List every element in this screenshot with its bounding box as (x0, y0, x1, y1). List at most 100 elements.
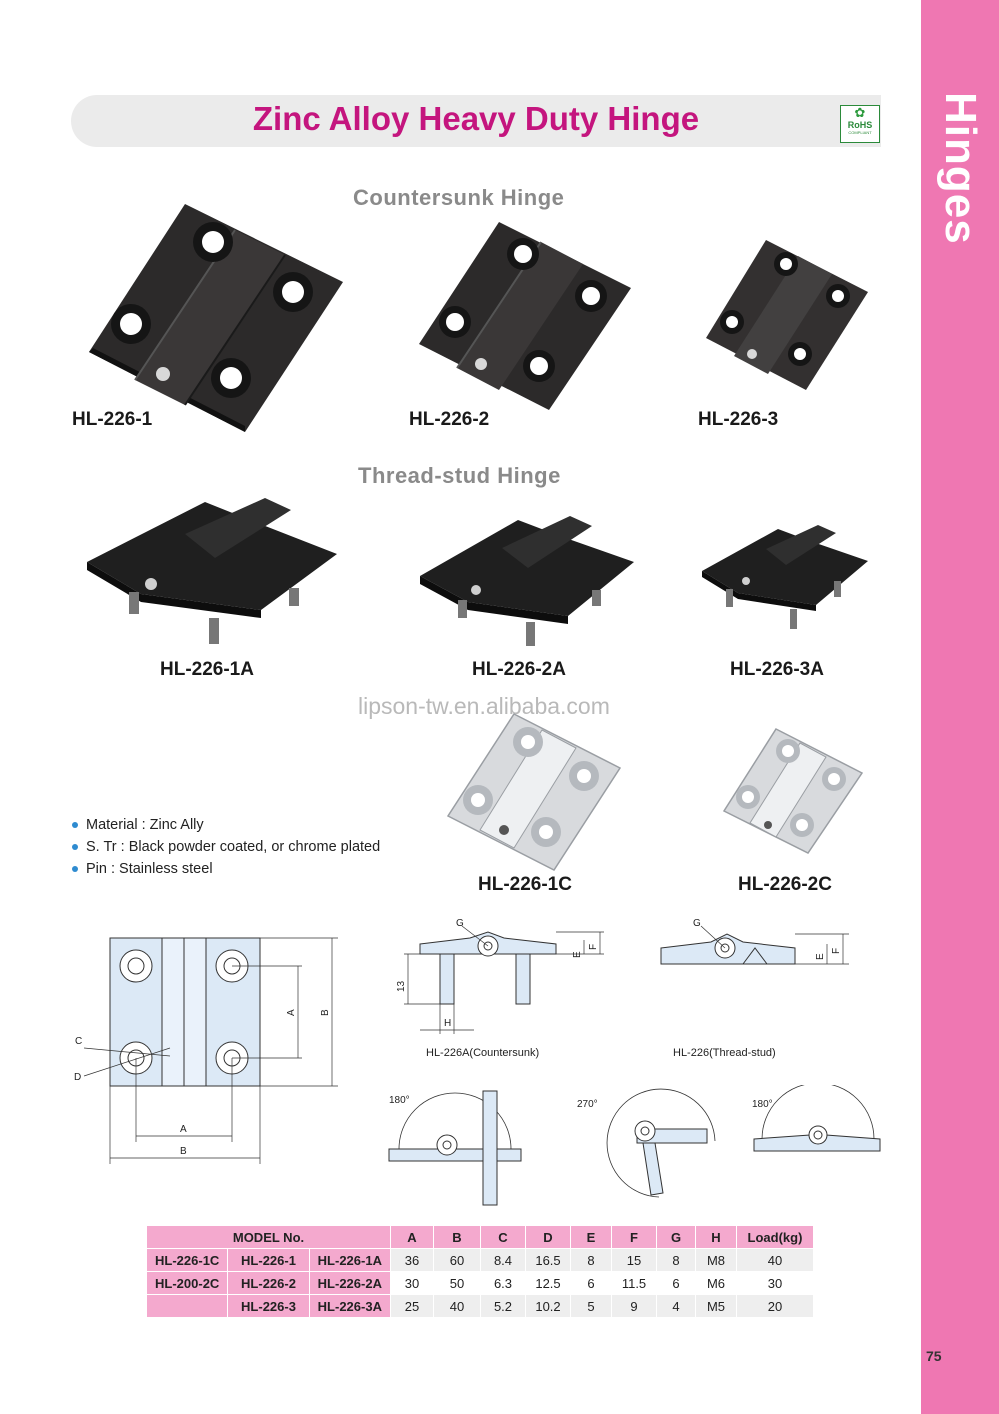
front-view-drawing: A B A B C D (74, 937, 338, 1164)
rotation-180-diagram-1: 180° (388, 1090, 522, 1206)
caption-countersunk: HL-226A(Countersunk) (426, 1047, 539, 1059)
model-label-hl-226-2: HL-226-2 (409, 409, 490, 430)
value-cell: 25 (390, 1294, 434, 1318)
hinge-image-hl-226-2a (420, 516, 634, 646)
table-row: HL-226-1C HL-226-1 HL-226-1A 36 60 8.4 1… (145, 1248, 814, 1272)
header-b: B (433, 1225, 481, 1249)
feature-item: S. Tr : Black powder coated, or chrome p… (72, 836, 380, 858)
model-cell: HL-226-1 (227, 1248, 310, 1272)
hinge-image-hl-226-2c (722, 728, 864, 854)
dim-label-e-stud: E (815, 953, 826, 960)
model-cell: HL-226-2 (227, 1271, 310, 1295)
dim-label-f-stud: F (831, 948, 842, 954)
model-label-hl-226-3a: HL-226-3A (730, 659, 824, 680)
value-cell: 9 (611, 1294, 657, 1318)
header-bar (71, 95, 881, 147)
feature-text: Pin : Stainless steel (86, 861, 213, 877)
rohs-badge: ✿ RoHS COMPLIANT (840, 105, 880, 143)
header-g: G (656, 1225, 696, 1249)
value-cell: 16.5 (525, 1248, 571, 1272)
value-cell: 8 (570, 1248, 612, 1272)
feature-item: Material : Zinc Ally (72, 814, 380, 836)
dim-label-e: E (572, 951, 583, 958)
angle-label: 270° (577, 1099, 598, 1110)
sidebar-band (921, 0, 999, 1414)
value-cell: 40 (736, 1248, 814, 1272)
value-cell: 4 (656, 1294, 696, 1318)
header-e: E (570, 1225, 612, 1249)
header-d: D (525, 1225, 571, 1249)
angle-label: 180° (389, 1095, 410, 1106)
leaf-icon: ✿ (854, 105, 866, 120)
spec-table: MODEL No. A B C D E F G H Load(kg) HL-22… (145, 1225, 814, 1318)
feature-text: Material : Zinc Ally (86, 817, 204, 833)
header-a: A (390, 1225, 434, 1249)
model-label-hl-226-1a: HL-226-1A (160, 659, 254, 680)
value-cell: 50 (433, 1271, 481, 1295)
value-cell: 30 (390, 1271, 434, 1295)
dim-label-a-horizontal: A (180, 1124, 187, 1135)
dim-label-b-horizontal: B (180, 1146, 187, 1157)
dim-label-a-vertical: A (286, 1009, 297, 1016)
model-label-hl-226-2a: HL-226-2A (472, 659, 566, 680)
dim-label-13: 13 (396, 980, 407, 992)
value-cell: 5 (570, 1294, 612, 1318)
dim-label-g: G (456, 918, 464, 929)
value-cell: 8 (656, 1248, 696, 1272)
hinge-image-hl-226-1 (89, 204, 343, 432)
value-cell: 8.4 (480, 1248, 526, 1272)
value-cell: 11.5 (611, 1271, 657, 1295)
hinge-image-hl-226-3 (706, 240, 868, 390)
value-cell: 36 (390, 1248, 434, 1272)
bullet-icon (72, 844, 78, 851)
value-cell: M6 (695, 1271, 737, 1295)
hinge-image-hl-226-1a (87, 498, 337, 644)
dim-label-h: H (444, 1018, 451, 1029)
dim-label-g-stud: G (693, 918, 701, 929)
model-cell: HL-226-1C (145, 1248, 229, 1272)
value-cell: 20 (736, 1294, 814, 1318)
model-cell: HL-226-3 (227, 1294, 310, 1318)
bullet-icon (72, 822, 78, 829)
rotation-180-diagram-2: 180° (752, 1085, 881, 1152)
hinge-image-hl-226-3a (702, 525, 868, 629)
feature-list: Material : Zinc Ally S. Tr : Black powde… (72, 814, 380, 880)
dim-label-c: C (75, 1036, 82, 1047)
header-h: H (695, 1225, 737, 1249)
model-cell: HL-226-1A (308, 1248, 392, 1272)
table-row: HL-226-3 HL-226-3A 25 40 5.2 10.2 5 9 4 … (145, 1294, 814, 1318)
bullet-icon (72, 866, 78, 873)
page-number: 75 (926, 1348, 942, 1364)
value-cell: 60 (433, 1248, 481, 1272)
rohs-sublabel: COMPLIANT (848, 130, 872, 135)
value-cell: 5.2 (480, 1294, 526, 1318)
value-cell: 6 (656, 1271, 696, 1295)
angle-label: 180° (752, 1099, 773, 1110)
side-view-countersunk-drawing: G E F 13 H HL-226A(Countersunk) (396, 918, 604, 1059)
side-view-thread-stud-drawing: G E F HL-226(Thread-stud) (660, 918, 849, 1059)
sidebar-title: Hinges (936, 92, 985, 245)
model-cell: HL-226-2A (308, 1271, 392, 1295)
watermark: lipson-tw.en.alibaba.com (358, 693, 610, 719)
header-model: MODEL No. (146, 1225, 391, 1249)
section-title-countersunk: Countersunk Hinge (353, 185, 565, 210)
caption-thread-stud: HL-226(Thread-stud) (673, 1047, 776, 1059)
value-cell: M8 (695, 1248, 737, 1272)
value-cell: 30 (736, 1271, 814, 1295)
header-c: C (480, 1225, 526, 1249)
section-title-thread-stud: Thread-stud Hinge (358, 463, 561, 488)
table-row: HL-200-2C HL-226-2 HL-226-2A 30 50 6.3 1… (145, 1271, 814, 1295)
hinge-image-hl-226-1c (446, 713, 622, 871)
value-cell: 6 (570, 1271, 612, 1295)
value-cell: 15 (611, 1248, 657, 1272)
hinge-image-hl-226-2 (419, 222, 631, 410)
feature-text: S. Tr : Black powder coated, or chrome p… (86, 839, 381, 855)
model-label-hl-226-2c: HL-226-2C (738, 874, 832, 895)
dim-label-d: D (74, 1072, 81, 1083)
rotation-270-diagram: 270° (577, 1088, 716, 1198)
header-f: F (611, 1225, 657, 1249)
model-label-hl-226-1: HL-226-1 (72, 409, 153, 430)
value-cell: 10.2 (525, 1294, 571, 1318)
value-cell: M5 (695, 1294, 737, 1318)
model-label-hl-226-1c: HL-226-1C (478, 874, 572, 895)
